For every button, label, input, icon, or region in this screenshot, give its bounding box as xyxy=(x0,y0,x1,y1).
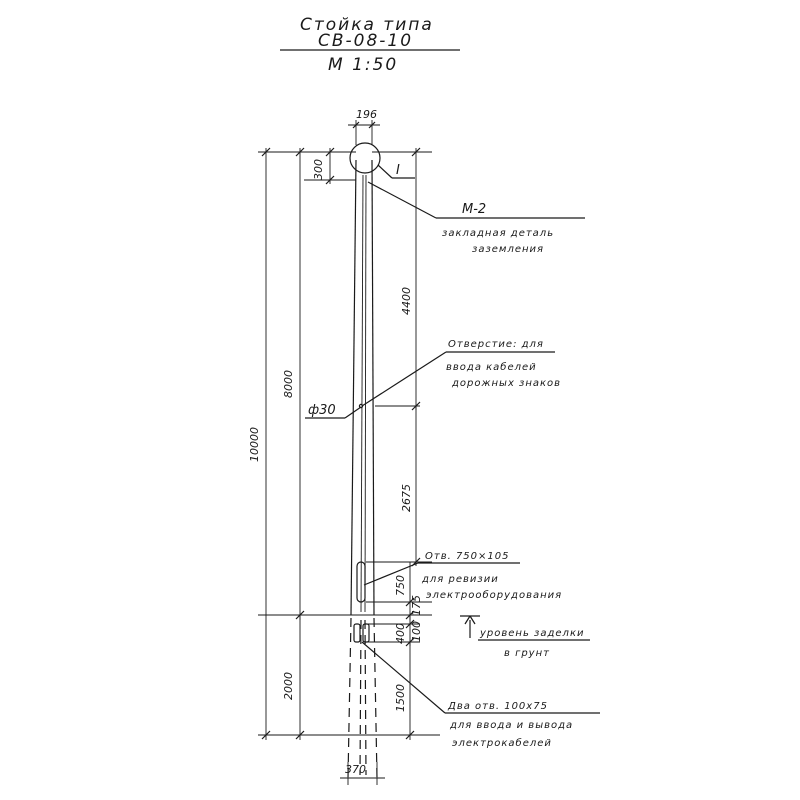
cable-opening-1 xyxy=(353,623,361,643)
callout-grounding: М-2 закладная деталь заземления xyxy=(367,181,585,255)
pole-buried-right xyxy=(373,617,378,779)
dim-below-ground: 2000 xyxy=(282,615,305,740)
extension-lines xyxy=(258,151,440,736)
total-height-label: 10000 xyxy=(248,427,261,462)
below-ground-label: 2000 xyxy=(282,672,295,700)
callout-two-openings: Два отв. 100х75 для ввода и вывода элект… xyxy=(361,641,600,749)
hole-line-2: ввода кабелей xyxy=(446,361,537,373)
pole-right-edge xyxy=(371,159,375,616)
bottom-width-label: 370 xyxy=(345,763,366,776)
pole-body xyxy=(347,159,378,779)
dim-middle-segment: 2675 xyxy=(400,406,421,567)
upper-segment-label: 4400 xyxy=(400,287,413,315)
opening-line-1: Отв. 750×105 xyxy=(425,551,510,562)
dim-above-ground: 8000 xyxy=(282,147,305,620)
lower-gap-label: 100 xyxy=(410,621,423,642)
twoholes-line-1: Два отв. 100х75 xyxy=(447,701,548,712)
middle-segment-label: 2675 xyxy=(400,484,413,512)
opening-height-label: 750 xyxy=(394,575,407,596)
detail-circle xyxy=(349,142,381,174)
ground-level-marker: уровень заделки в грунт xyxy=(460,615,590,659)
dim-top-width: 196 xyxy=(348,108,380,145)
dim-total-height: 10000 xyxy=(248,147,271,740)
opening-line-2: для ревизии xyxy=(421,574,499,585)
detail-leader xyxy=(377,164,393,179)
pole-buried-inner xyxy=(359,619,362,776)
pole-inner-line xyxy=(360,174,364,613)
pole-buried-inner-2 xyxy=(364,619,367,776)
cable-opening-2 xyxy=(362,623,370,643)
hole-line-1: Отверстие: для xyxy=(448,339,544,350)
bottom-segment-label: 1500 xyxy=(394,684,407,712)
twoholes-line-2: для ввода и вывода xyxy=(449,720,573,731)
grounding-line-2: заземления xyxy=(472,244,544,255)
callout-inspection: Отв. 750×105 для ревизии электрооборудов… xyxy=(363,551,562,601)
scale-label: М 1:50 xyxy=(328,55,398,75)
pole-inner-line-2 xyxy=(364,174,367,613)
pole-left-edge xyxy=(350,159,357,616)
grounding-line-1: закладная деталь xyxy=(442,228,554,239)
lower-opening-label: 400 xyxy=(394,623,407,644)
dim-bottom-segment: 1500 xyxy=(394,642,415,740)
top-width-label: 196 xyxy=(356,108,377,121)
ground-line-1: уровень заделки xyxy=(479,628,584,639)
hole-diameter-label: ф30 xyxy=(308,403,336,418)
inspection-opening xyxy=(356,561,366,603)
callout-cable-hole: ф30 Отверстие: для ввода кабелей дорожны… xyxy=(305,339,561,419)
dim-bottom-width: 370 xyxy=(340,762,385,785)
gap-above-ground-label: 175 xyxy=(410,595,423,616)
top-offset-label: 300 xyxy=(312,159,325,180)
twoholes-line-3: электрокабелей xyxy=(452,737,552,749)
detail-callout: I xyxy=(349,142,415,179)
title-block: Стойка типа СВ-08-10 М 1:50 xyxy=(280,15,460,75)
title-line-1: Стойка типа xyxy=(300,15,434,35)
dim-upper-segment: 4400 xyxy=(400,147,421,411)
hole-line-3: дорожных знаков xyxy=(451,378,561,389)
detail-marker: I xyxy=(396,163,400,178)
ground-line-2: в грунт xyxy=(504,648,550,659)
opening-line-3: электрооборудования xyxy=(426,589,562,601)
above-ground-label: 8000 xyxy=(282,370,295,398)
dim-top-offset: 300 xyxy=(312,147,335,185)
title-line-2: СВ-08-10 xyxy=(318,31,413,51)
grounding-mark: М-2 xyxy=(462,202,486,217)
dim-lower-opening: 400 100 xyxy=(394,615,423,647)
pole-buried-left xyxy=(347,617,352,779)
